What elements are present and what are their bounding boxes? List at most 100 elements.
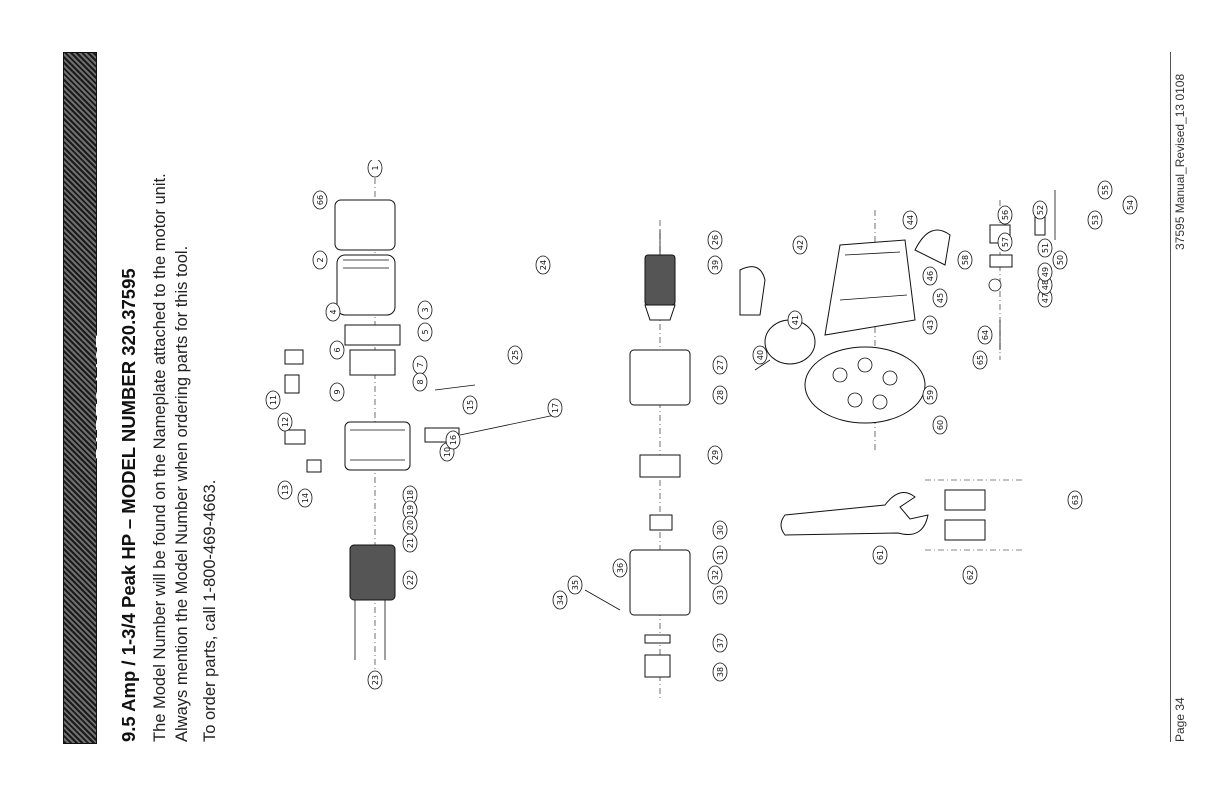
brush-plate-part xyxy=(344,324,401,376)
banner-title: PARTS LIST xyxy=(93,334,115,460)
svg-text:66: 66 xyxy=(316,195,325,205)
callout-40: 40 xyxy=(752,345,768,365)
callout-57: 57 xyxy=(997,232,1013,252)
svg-text:20: 20 xyxy=(406,520,415,530)
svg-text:26: 26 xyxy=(711,235,720,245)
callout-9: 9 xyxy=(329,382,345,402)
svg-text:8: 8 xyxy=(416,379,425,384)
exploded-parts-diagram: 1662345678910111213141516171819202122232… xyxy=(265,160,1138,700)
svg-text:51: 51 xyxy=(1041,243,1050,253)
svg-text:43: 43 xyxy=(926,320,935,330)
svg-text:55: 55 xyxy=(1101,185,1110,195)
callout-4: 4 xyxy=(325,302,341,322)
callout-60: 60 xyxy=(932,415,948,435)
svg-text:52: 52 xyxy=(1036,205,1045,215)
callout-66: 66 xyxy=(312,190,328,210)
svg-text:38: 38 xyxy=(716,667,725,677)
callout-5: 5 xyxy=(417,322,433,342)
callout-52: 52 xyxy=(1032,200,1048,220)
svg-text:19: 19 xyxy=(406,505,415,515)
svg-text:7: 7 xyxy=(416,362,425,367)
callout-30: 30 xyxy=(712,520,728,540)
callout-20: 20 xyxy=(402,515,418,535)
callout-26: 26 xyxy=(707,230,723,250)
callout-45: 45 xyxy=(932,288,948,308)
callout-65: 65 xyxy=(972,350,988,370)
svg-text:11: 11 xyxy=(269,395,278,405)
svg-text:15: 15 xyxy=(466,400,475,410)
parts-list-banner xyxy=(63,52,97,744)
dust-chute-part xyxy=(914,229,951,266)
callout-15: 15 xyxy=(462,395,478,415)
depth-adjust-parts xyxy=(988,190,1056,360)
svg-text:34: 34 xyxy=(556,595,565,605)
callout-37: 37 xyxy=(712,633,728,653)
callout-44: 44 xyxy=(902,210,918,230)
callout-42: 42 xyxy=(792,235,808,255)
callout-54: 54 xyxy=(1122,195,1138,215)
svg-text:54: 54 xyxy=(1126,200,1135,210)
svg-text:64: 64 xyxy=(981,330,990,340)
svg-text:53: 53 xyxy=(1091,215,1100,225)
svg-text:10: 10 xyxy=(443,447,452,457)
side-shell-parts xyxy=(739,266,816,371)
svg-text:41: 41 xyxy=(791,315,800,325)
svg-text:30: 30 xyxy=(716,525,725,535)
callout-16: 16 xyxy=(445,430,461,450)
svg-text:25: 25 xyxy=(511,350,520,360)
svg-text:27: 27 xyxy=(716,360,725,370)
order-note: To order parts, call 1-800-469-4663. xyxy=(201,479,219,742)
callout-53: 53 xyxy=(1087,210,1103,230)
callout-25: 25 xyxy=(507,345,523,365)
wrench-part xyxy=(780,492,929,536)
svg-text:59: 59 xyxy=(926,390,935,400)
svg-text:46: 46 xyxy=(926,271,935,281)
callout-36: 36 xyxy=(612,558,628,578)
svg-text:32: 32 xyxy=(711,570,720,580)
callout-61: 61 xyxy=(872,545,888,565)
model-heading: 9.5 Amp / 1-3/4 Peak HP – MODEL NUMBER 3… xyxy=(118,268,139,742)
motor-cap-part xyxy=(334,199,396,316)
document-id: 37595 Manual_Revised_13 0108 xyxy=(1173,73,1187,250)
svg-text:9: 9 xyxy=(333,389,342,394)
svg-text:35: 35 xyxy=(571,580,580,590)
callout-28: 28 xyxy=(712,385,728,405)
svg-text:17: 17 xyxy=(551,403,560,413)
svg-text:39: 39 xyxy=(711,260,720,270)
callout-41: 41 xyxy=(787,310,803,330)
callout-6: 6 xyxy=(329,340,345,360)
callout-55: 55 xyxy=(1097,180,1113,200)
base-housing-part xyxy=(629,514,691,678)
svg-text:23: 23 xyxy=(371,675,380,685)
footer-rule xyxy=(1170,52,1171,742)
nameplate-note: The Model Number will be found on the Na… xyxy=(151,173,169,742)
switch-parts xyxy=(284,349,322,473)
callout-14: 14 xyxy=(297,488,313,508)
callout-23: 23 xyxy=(367,670,383,690)
router-base-part xyxy=(824,239,916,336)
callout-47: 47 xyxy=(1037,288,1053,308)
callout-12: 12 xyxy=(277,412,293,432)
callout-31: 31 xyxy=(712,545,728,565)
callout-29: 29 xyxy=(707,445,723,465)
svg-text:63: 63 xyxy=(1071,495,1080,505)
svg-text:37: 37 xyxy=(716,638,725,648)
callout-51: 51 xyxy=(1037,238,1053,258)
depth-knob-part xyxy=(584,589,621,611)
svg-text:22: 22 xyxy=(406,575,415,585)
model-note: Always mention the Model Number when ord… xyxy=(173,245,191,742)
svg-text:12: 12 xyxy=(281,417,290,427)
callout-38: 38 xyxy=(712,662,728,682)
svg-text:61: 61 xyxy=(876,550,885,560)
svg-text:3: 3 xyxy=(421,307,430,312)
svg-text:50: 50 xyxy=(1056,255,1065,265)
callout-13: 13 xyxy=(277,480,293,500)
callout-24: 24 xyxy=(535,255,551,275)
svg-text:47: 47 xyxy=(1041,293,1050,303)
svg-text:2: 2 xyxy=(316,257,325,262)
svg-text:58: 58 xyxy=(961,255,970,265)
svg-text:60: 60 xyxy=(936,420,945,430)
svg-text:42: 42 xyxy=(796,240,805,250)
svg-text:57: 57 xyxy=(1001,237,1010,247)
callout-43: 43 xyxy=(922,315,938,335)
